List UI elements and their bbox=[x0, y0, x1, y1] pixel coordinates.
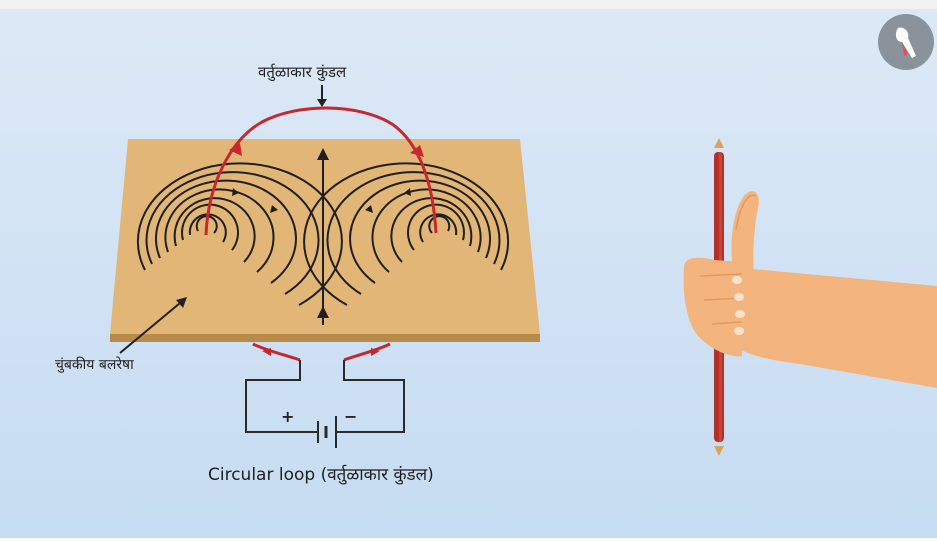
top-strip bbox=[0, 0, 937, 9]
battery-plus-sign: + bbox=[281, 407, 295, 426]
diagram-caption: Circular loop (वर्तुळाकार कुंडल) bbox=[208, 465, 434, 485]
field-arrows-left bbox=[232, 188, 278, 213]
center-field-line bbox=[317, 148, 329, 325]
field-arrows-right bbox=[365, 188, 411, 213]
field-lines-right bbox=[303, 162, 510, 306]
battery-minus-sign: − bbox=[344, 407, 358, 426]
logo-icon bbox=[878, 14, 934, 70]
field-lines-left bbox=[136, 162, 343, 306]
field-line-pointer bbox=[119, 297, 187, 354]
cardboard-sheet bbox=[110, 139, 540, 342]
arrow-down-icon bbox=[317, 85, 327, 107]
current-loop-below bbox=[252, 342, 391, 362]
hand-illustration bbox=[683, 138, 937, 456]
coil-label-top: वर्तुळाकार कुंडल bbox=[258, 63, 347, 81]
battery-circuit bbox=[245, 360, 405, 448]
current-loop bbox=[204, 106, 438, 236]
field-lines-label: चुंबकीय बलरेषा bbox=[55, 357, 134, 373]
